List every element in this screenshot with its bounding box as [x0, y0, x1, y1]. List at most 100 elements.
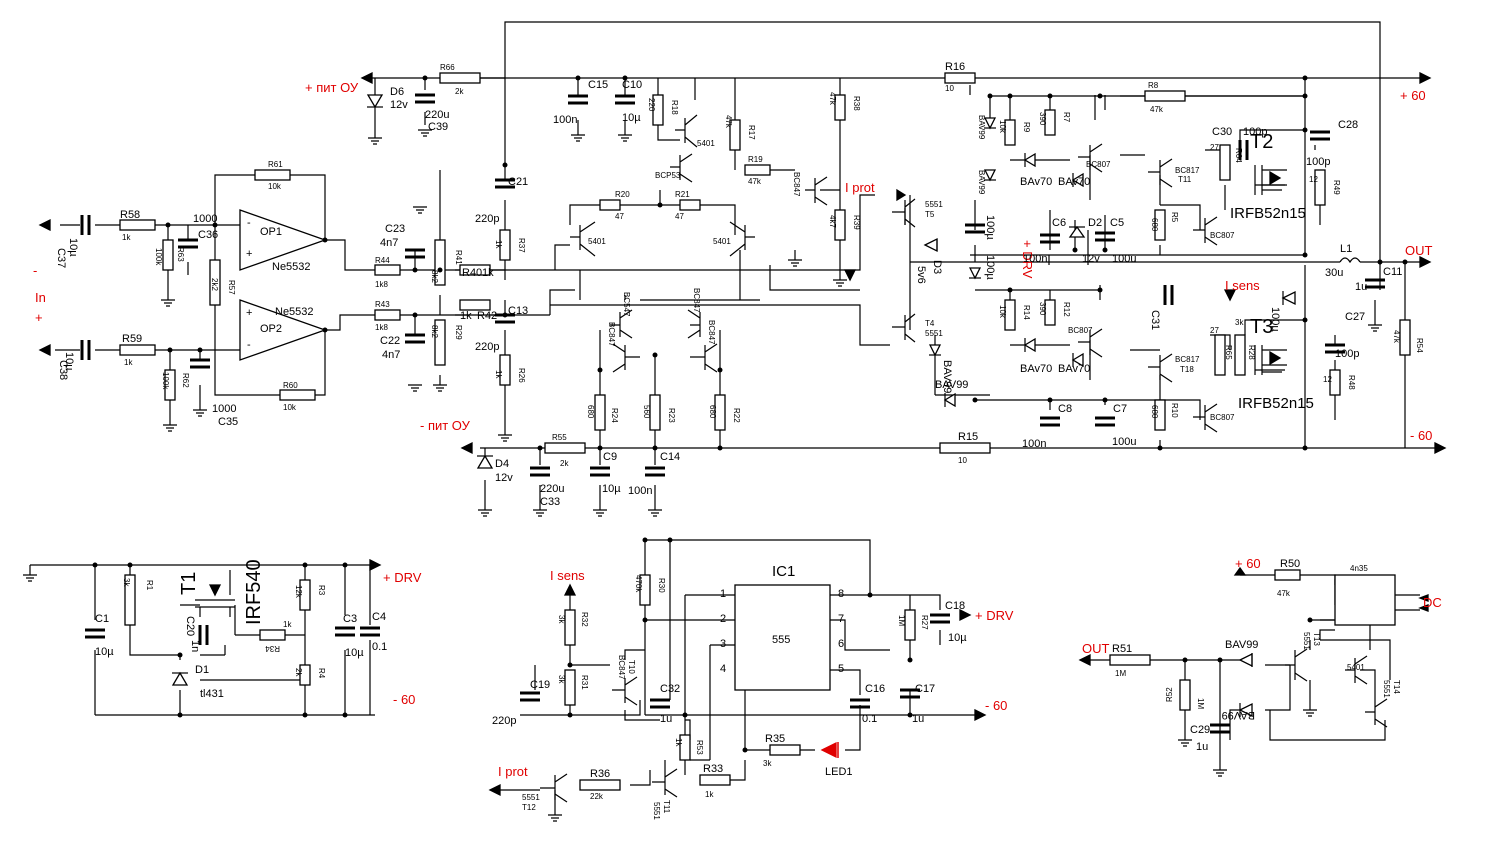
label-r15: R15 [958, 431, 978, 443]
value-r8: 47k [1150, 105, 1164, 114]
value-c18: 10µ [948, 632, 967, 644]
value-r27: 1M [897, 615, 906, 626]
value-c4: 0.1 [372, 641, 387, 653]
value-r32: 3k [557, 615, 566, 624]
label-r24: R24 [610, 408, 619, 423]
net-dc: DC [1423, 595, 1442, 610]
label-r43: R43 [375, 300, 390, 309]
label-bc847c: BC847 [607, 322, 616, 347]
net-plus-drv-555: + DRV [975, 608, 1014, 623]
value-r35: 3k [763, 759, 772, 768]
value-c7: 100u [1112, 436, 1136, 448]
label-r36: R36 [590, 768, 610, 780]
label-r53: R53 [695, 740, 704, 755]
pin-7: 7 [838, 613, 844, 625]
label-t11: T11 [1178, 175, 1192, 184]
ground-symbols [23, 129, 1382, 822]
value-c37: 10µ [67, 238, 79, 257]
label-c17: C17 [915, 683, 935, 695]
label-4n35: 4n35 [1350, 564, 1368, 573]
label-op1: OP1 [260, 226, 282, 238]
value-r22: 680 [708, 405, 717, 419]
label-bav70d: BAv70 [1058, 363, 1090, 375]
label-bav70b: BAv70 [1058, 176, 1090, 188]
label-c36: C36 [198, 229, 218, 241]
svg-text:+: + [246, 248, 252, 260]
label-c29: C29 [1190, 724, 1210, 736]
label-t4: T4 [925, 319, 935, 328]
label-5401-vas: 5401 [697, 139, 715, 148]
label-c100b: 100µ [984, 255, 996, 280]
label-r58: R58 [120, 209, 140, 221]
label-c16: C16 [865, 683, 885, 695]
value-r52: 1M [1196, 698, 1205, 709]
label-r5: R5 [1170, 212, 1179, 223]
label-c8: C8 [1058, 403, 1072, 415]
capacitors [80, 93, 1385, 734]
label-r49: R49 [1332, 180, 1341, 195]
value-c36: 1000 [193, 213, 217, 225]
label-c28: C28 [1338, 119, 1358, 131]
svg-text:-: - [247, 339, 251, 351]
value-r44: 1k8 [375, 280, 388, 289]
label-r39: R39 [852, 215, 861, 230]
value-c20: 1n [189, 640, 201, 652]
pin-6: 6 [838, 638, 844, 650]
label-c20: C20 [184, 616, 196, 636]
value-c13: 220p [475, 341, 499, 353]
label-t2: T2 [1250, 131, 1273, 153]
value-r1: 3k [122, 578, 131, 587]
value-c15: 100n [553, 114, 577, 126]
label-t5: T5 [925, 210, 935, 219]
label-c39: C39 [428, 121, 448, 133]
label-r29: R29 [454, 325, 463, 340]
label-c27: C27 [1345, 311, 1365, 323]
label-c18: C18 [945, 600, 965, 612]
value-r66: 2k [455, 87, 464, 96]
label-r61: R61 [268, 160, 283, 169]
value-r60: 10k [283, 403, 297, 412]
label-r40: R40 [462, 267, 482, 279]
value-c8: 100n [1022, 438, 1046, 450]
net-i-prot: I prot [845, 180, 875, 195]
transistors [195, 114, 1388, 803]
net-minus60-555: - 60 [985, 698, 1007, 713]
label-t13: T13 [1312, 632, 1321, 646]
label-r59: R59 [122, 333, 142, 345]
ic-555-body [734, 584, 831, 691]
value-r15: 10 [958, 456, 967, 465]
label-bc817a: BC817 [1175, 166, 1200, 175]
label-bc847b: BC847 [692, 288, 701, 313]
value-c29: 1u [1196, 741, 1208, 753]
value-t13: 5551 [1302, 632, 1311, 650]
value-c1: 10µ [95, 646, 114, 658]
label-c32: C32 [660, 683, 680, 695]
label-r44: R44 [375, 256, 390, 265]
value-c39: 220u [425, 109, 449, 121]
label-c1: C1 [95, 613, 109, 625]
value-r38: 47k [828, 92, 837, 106]
value-d3: 5v6 [915, 266, 927, 284]
label-r57: R57 [227, 280, 236, 295]
value-r53: 1k [674, 738, 683, 747]
svg-text:+: + [246, 307, 252, 319]
value-r20: 47 [615, 212, 624, 221]
value-r48: 12 [1323, 375, 1332, 384]
value-r58: 1k [122, 233, 131, 242]
value-c32: 1u [660, 713, 672, 725]
value-r19: 47k [748, 177, 762, 186]
label-d1: D1 [195, 664, 209, 676]
optocoupler-body [1334, 574, 1396, 626]
label-bav99f: BAV99 [1222, 709, 1255, 721]
net-i-sens-555: I sens [550, 568, 585, 583]
value-r61: 10k [268, 182, 282, 191]
label-r9: R9 [1022, 122, 1031, 133]
net-in: In [35, 290, 46, 305]
label-r54: R54 [1415, 338, 1424, 353]
label-ne5532-1: Ne5532 [272, 261, 311, 273]
net-in-minus: - [33, 263, 37, 278]
value-c21: 220p [475, 213, 499, 225]
label-t1: T1 [178, 572, 200, 595]
value-l1: 30u [1325, 267, 1343, 279]
value-c27: 100p [1335, 348, 1359, 360]
